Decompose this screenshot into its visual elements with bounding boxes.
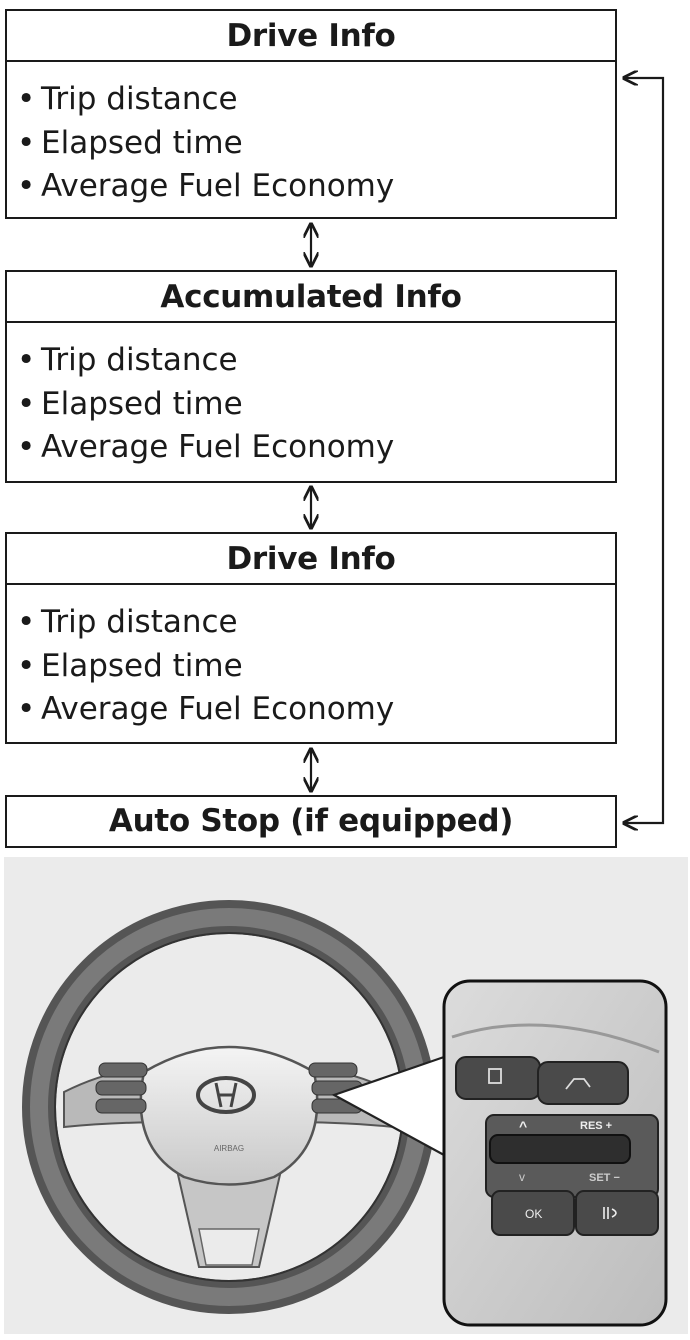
up-button-label: ^ xyxy=(519,1118,527,1134)
mode-box-drive-info-2: Drive Info •Trip distance •Elapsed time … xyxy=(5,532,617,744)
list-item: •Average Fuel Economy xyxy=(17,429,395,465)
ok-button xyxy=(491,1190,575,1236)
left-control-cluster xyxy=(95,1062,148,1114)
box-item-list: •Trip distance •Elapsed time •Average Fu… xyxy=(7,323,615,470)
cruise-button-icon xyxy=(537,1061,629,1105)
box-title: Accumulated Info xyxy=(7,272,615,323)
mode-box-drive-info-1: Drive Info •Trip distance •Elapsed time … xyxy=(5,9,617,219)
airbag-label: AIRBAG xyxy=(214,1144,244,1153)
box-item-list: •Trip distance •Elapsed time •Average Fu… xyxy=(7,585,615,732)
set-button-label: SET − xyxy=(589,1172,620,1184)
list-item: •Trip distance xyxy=(17,604,238,640)
list-item: •Elapsed time xyxy=(17,647,243,684)
res-button-label: RES + xyxy=(580,1120,612,1132)
mode-box-accumulated-info: Accumulated Info •Trip distance •Elapsed… xyxy=(5,270,617,483)
list-item: •Average Fuel Economy xyxy=(17,168,395,204)
box-title: Drive Info xyxy=(7,534,615,585)
list-item: •Average Fuel Economy xyxy=(17,691,395,727)
steering-wheel-illustration: AIRBAG xyxy=(4,857,688,1334)
info-button-icon xyxy=(455,1056,541,1100)
distance-button xyxy=(575,1190,659,1236)
box-title: Auto Stop (if equipped) xyxy=(108,803,514,839)
control-inset: ^ RES + v SET − OK xyxy=(442,979,668,1327)
ok-button-label: OK xyxy=(525,1207,542,1221)
down-button-label: v xyxy=(519,1170,525,1184)
list-item: •Trip distance xyxy=(17,342,238,378)
flow-arrows xyxy=(0,0,665,860)
mode-box-auto-stop: Auto Stop (if equipped) xyxy=(5,795,617,848)
distance-icon xyxy=(603,1207,617,1219)
box-item-list: •Trip distance •Elapsed time •Average Fu… xyxy=(7,62,615,209)
logo-icon xyxy=(196,1076,256,1114)
list-item: •Elapsed time xyxy=(17,385,243,422)
list-item: •Elapsed time xyxy=(17,124,243,161)
loop-connector-line xyxy=(624,78,665,823)
list-item: •Trip distance xyxy=(17,81,238,117)
box-title: Drive Info xyxy=(7,11,615,62)
